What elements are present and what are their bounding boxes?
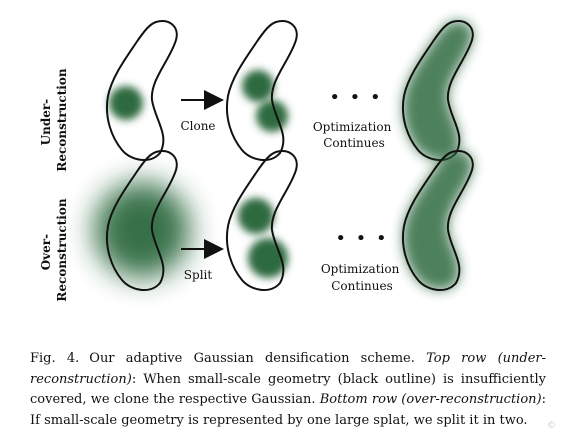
gaussian-blob — [109, 86, 143, 120]
top-initial — [105, 19, 178, 162]
caption-label: Fig. 4. — [30, 351, 80, 366]
densification-diagram: Under- Reconstruction Over- Reconstructi… — [39, 19, 474, 302]
caption-top-row-label: Top row (under-reconstruction) — [30, 351, 547, 387]
bottom-optimized — [401, 149, 474, 292]
caption-bottom-row-label: Bottom row (over-reconstruction) — [319, 392, 542, 407]
arrow-label-split: Split — [184, 268, 213, 282]
caption-text-b: : If small-scale geometry is represented… — [30, 392, 547, 428]
top-cloned — [225, 19, 298, 162]
watermark: © — [547, 421, 556, 431]
arrow-label-clone: Clone — [180, 119, 215, 133]
gaussian-fill — [402, 20, 473, 161]
gaussian-fill — [402, 150, 473, 291]
continuation-dots-bottom: • • • — [335, 228, 388, 249]
bottom-split — [225, 149, 298, 292]
gaussian-blob-large — [94, 182, 190, 278]
continuation-dots-top: • • • — [329, 87, 382, 108]
gaussian-blob-split-a — [238, 198, 274, 234]
optimization-label-top: Optimization Continues — [313, 120, 395, 150]
caption-text-a: : When small-scale geometry (black outli… — [30, 371, 546, 408]
bottom-initial — [94, 149, 190, 292]
gaussian-blob — [242, 70, 274, 102]
figure-caption: Fig. 4. Our adaptive Gaussian densificati… — [30, 349, 546, 431]
row-label-bottom: Over- Reconstruction — [39, 198, 69, 301]
top-optimized — [401, 19, 474, 162]
optimization-label-bottom: Optimization Continues — [321, 262, 403, 293]
caption-sentence: Our adaptive Gaussian densification sche… — [89, 351, 415, 366]
row-label-top: Under- Reconstruction — [39, 68, 69, 171]
